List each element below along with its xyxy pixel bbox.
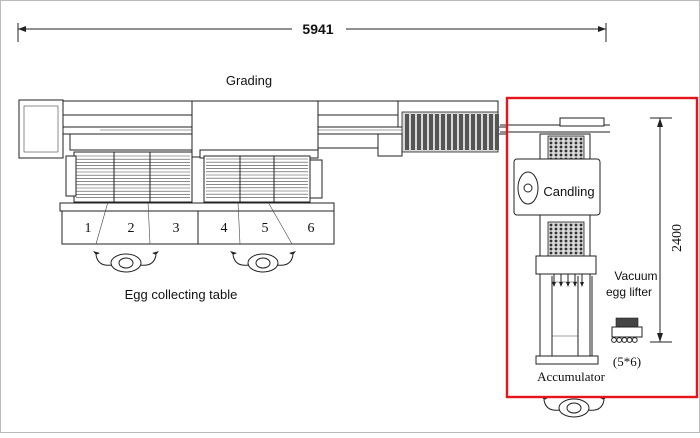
vacuum-egg-lifter-label-line1: Vacuum xyxy=(614,269,657,283)
vacuum-egg-lifter-grid-label: (5*6) xyxy=(613,354,641,369)
length-dimension-value: 5941 xyxy=(302,21,333,37)
lane-number: 5 xyxy=(262,221,269,236)
grading-label: Grading xyxy=(226,73,272,88)
lane-number: 4 xyxy=(221,221,228,236)
length-dimension: 5941 xyxy=(17,21,607,42)
lane-number: 3 xyxy=(173,221,180,236)
grading-machine: 1 2 3 4 5 6 xyxy=(18,99,508,245)
operator-symbols xyxy=(93,251,607,418)
vacuum-egg-lifter: Vacuum egg lifter (5*6) xyxy=(606,269,658,369)
vacuum-egg-lifter-label-line2: egg lifter xyxy=(606,285,652,299)
accumulator-label: Accumulator xyxy=(537,369,606,384)
candling-accumulator-unit: Candling xyxy=(500,117,610,365)
lane-number: 6 xyxy=(308,221,315,236)
width-dimension: 2400 xyxy=(650,117,690,343)
lane-numbers: 1 2 3 4 5 6 xyxy=(85,221,315,236)
lane-number: 2 xyxy=(128,221,135,236)
candling-label: Candling xyxy=(543,184,594,199)
lane-number: 1 xyxy=(85,221,92,236)
highlight-frame xyxy=(505,96,699,399)
width-dimension-value: 2400 xyxy=(670,224,685,252)
egg-collecting-table-label: Egg collecting table xyxy=(125,287,238,302)
